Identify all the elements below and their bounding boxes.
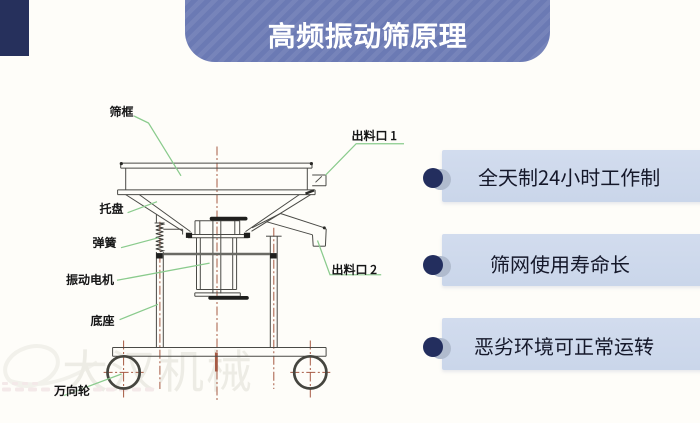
bullet-icon [423,336,443,357]
label-tray: 托盘 [99,200,124,218]
page-title: 高频振动筛原理 [267,14,468,55]
frame-nodes [119,162,326,230]
title-banner: 高频振动筛原理 [185,0,550,62]
watermark-text: 大汉机械 [62,336,254,402]
feature-text: 全天制24小时工作制 [478,162,661,191]
wheels [106,354,328,390]
label-base: 底座 [90,311,115,329]
leader-lines [63,115,404,397]
label-outlet-2: 出料口 2 [331,260,377,278]
rim-wedge [305,189,315,195]
label-spring: 弹簧 [92,234,117,252]
feature-text: 筛网使用寿命长 [490,249,630,278]
machine-lines [112,162,327,357]
bullet-icon [423,254,443,275]
label-outlet-1: 出料口 1 [351,126,397,144]
watermark-subtext [2,382,154,392]
feature-pill [442,234,700,286]
label-universal-wheel: 万向轮 [54,382,91,399]
feature-pill [442,318,700,370]
motor-caps [208,216,249,300]
corner-artifact [0,0,29,56]
feature-pill [442,150,700,202]
label-screen-frame: 筛框 [109,102,134,120]
spring-coil [155,222,166,253]
label-vibration-motor: 振动电机 [66,270,115,288]
bolts [156,232,277,259]
feature-text: 恶劣环境可正常运转 [474,331,654,360]
bullet-icon [423,167,443,188]
